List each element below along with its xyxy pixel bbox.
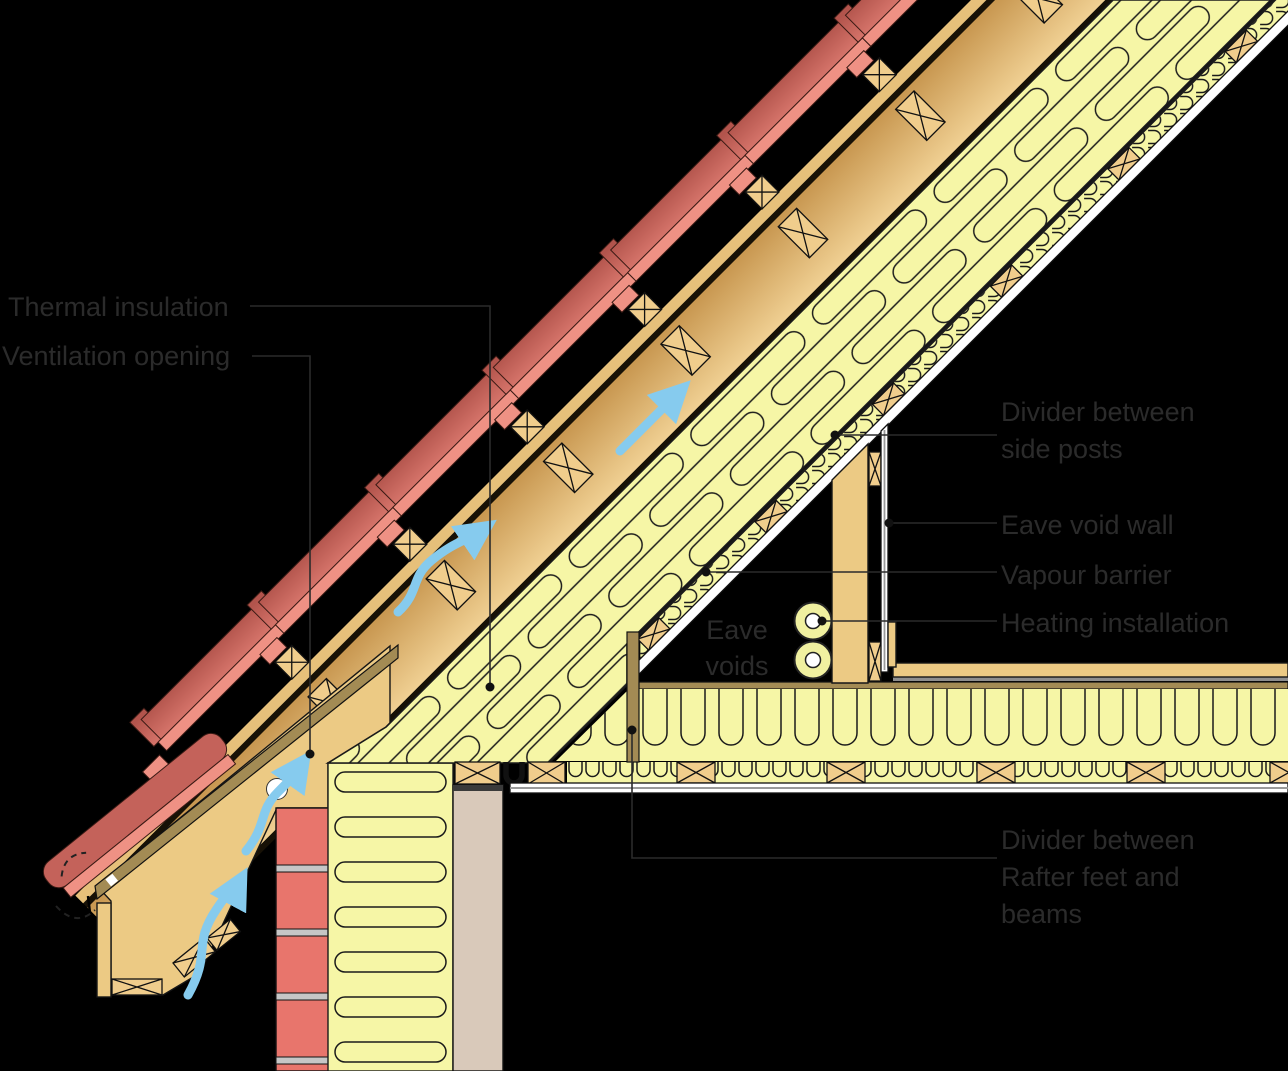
ceiling-service-loops (567, 762, 1288, 783)
label-eave-void-wall: Eave void wall (1001, 510, 1174, 540)
inner-leaf-top-line (453, 785, 503, 791)
soffit-batten (111, 978, 163, 996)
ceiling-top-board (626, 681, 1288, 690)
label-heating-installation: Heating installation (1001, 608, 1229, 638)
ceiling-assembly (454, 662, 1288, 794)
sarking-membrane-lower (142, 0, 1208, 968)
label-divider-side-2: side posts (1001, 434, 1123, 464)
side-post (831, 442, 869, 684)
tile-profile-dashed-arc (55, 905, 96, 919)
airflow-arrow (615, 380, 691, 456)
label-divider-rafter-1: Divider between (1001, 825, 1195, 855)
divider-rafter-beams-post (626, 631, 640, 763)
label-divider-side-1: Divider between (1001, 397, 1195, 427)
airflow-arrow (393, 519, 497, 617)
wall-battens (868, 451, 882, 682)
label-eave-voids-2: voids (705, 651, 768, 681)
ceiling-battens (454, 761, 1288, 785)
leader-divider-rafter-beams (631, 731, 997, 859)
exterior-wall (275, 762, 504, 1071)
sloped-roof-assembly (75, 0, 1288, 968)
label-divider-rafter-2: Rafter feet and (1001, 862, 1180, 892)
eave-board (94, 643, 399, 901)
label-vapour-barrier: Vapour barrier (1001, 560, 1172, 590)
floor-boarding (892, 662, 1288, 678)
leader-thermal-insulation (250, 305, 491, 687)
inner-leaf (452, 784, 504, 1071)
eave-batten (206, 918, 242, 952)
counter-batten-strip (75, 0, 1144, 904)
membrane-clamp (503, 762, 525, 786)
eave-vent-gap (105, 873, 119, 887)
gutter-bracket (86, 895, 94, 931)
brick-outer-leaf (275, 807, 330, 1071)
leader-ventilation-opening (252, 355, 311, 754)
gutter (7, 927, 93, 972)
airflow-arrows (183, 380, 691, 1000)
skirting-batten (887, 621, 897, 668)
membrane-line (632, 0, 1288, 642)
sarking-membrane-upper (83, 0, 1149, 908)
label-ventilation-opening: Ventilation opening (2, 341, 230, 371)
label-thermal-insulation: Thermal insulation (8, 292, 229, 322)
heating-pipes-icon (793, 601, 833, 680)
fascia-board (96, 902, 112, 998)
label-eave-voids-1: Eave (706, 615, 768, 645)
airflow-arrow (241, 750, 312, 856)
label-divider-rafter-3: beams (1001, 899, 1082, 929)
labels: Thermal insulation Ventilation opening D… (2, 292, 1229, 929)
leader-lines (250, 305, 997, 859)
eave-tile (42, 732, 237, 898)
ceiling-insulation-loops (556, 689, 1288, 761)
floor-shadow-line (893, 677, 1288, 681)
wall-insulation-loops (327, 762, 454, 1071)
airflow-arrow (183, 867, 248, 1000)
